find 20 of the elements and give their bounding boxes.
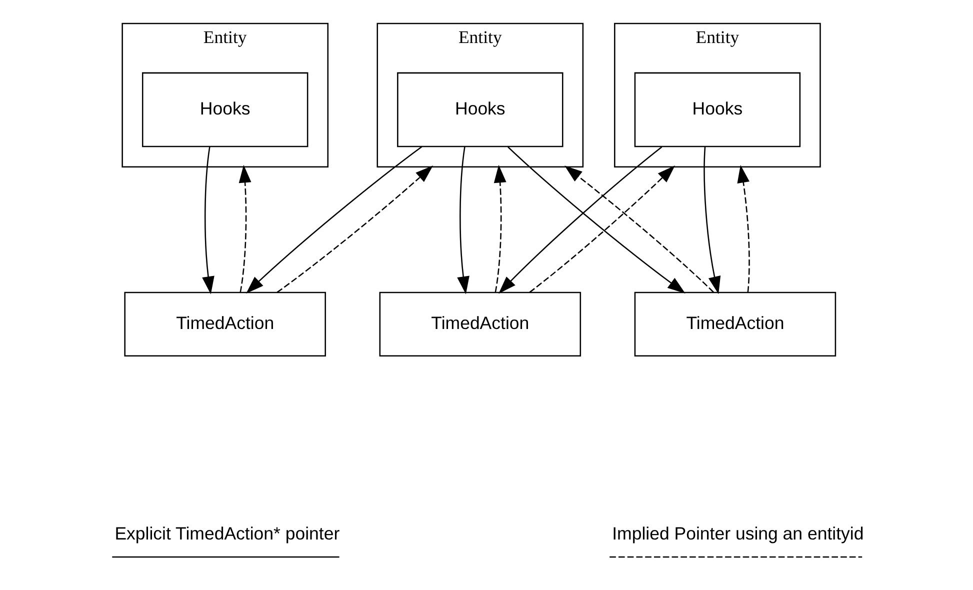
- legend-label: Implied Pointer using an entityid: [612, 524, 864, 544]
- node-box: Hooks: [397, 72, 564, 148]
- arrow: [457, 146, 470, 294]
- arrow: [529, 166, 676, 293]
- node-box: TimedAction: [379, 292, 582, 357]
- arrow: [498, 146, 662, 294]
- node-box: Hooks: [142, 72, 308, 148]
- node-box: TimedAction: [124, 292, 326, 357]
- arrow: [508, 146, 686, 294]
- arrow: [246, 146, 422, 294]
- legend-label: Explicit TimedAction* pointer: [114, 524, 340, 544]
- node-box: TimedAction: [634, 292, 836, 357]
- arrow: [202, 146, 214, 294]
- arrow: [564, 166, 714, 293]
- arrow: [704, 146, 721, 294]
- arrow: [276, 166, 434, 293]
- arrow: [737, 164, 750, 292]
- arrow: [238, 164, 252, 292]
- node-box: Hooks: [634, 72, 801, 148]
- arrow: [494, 164, 506, 292]
